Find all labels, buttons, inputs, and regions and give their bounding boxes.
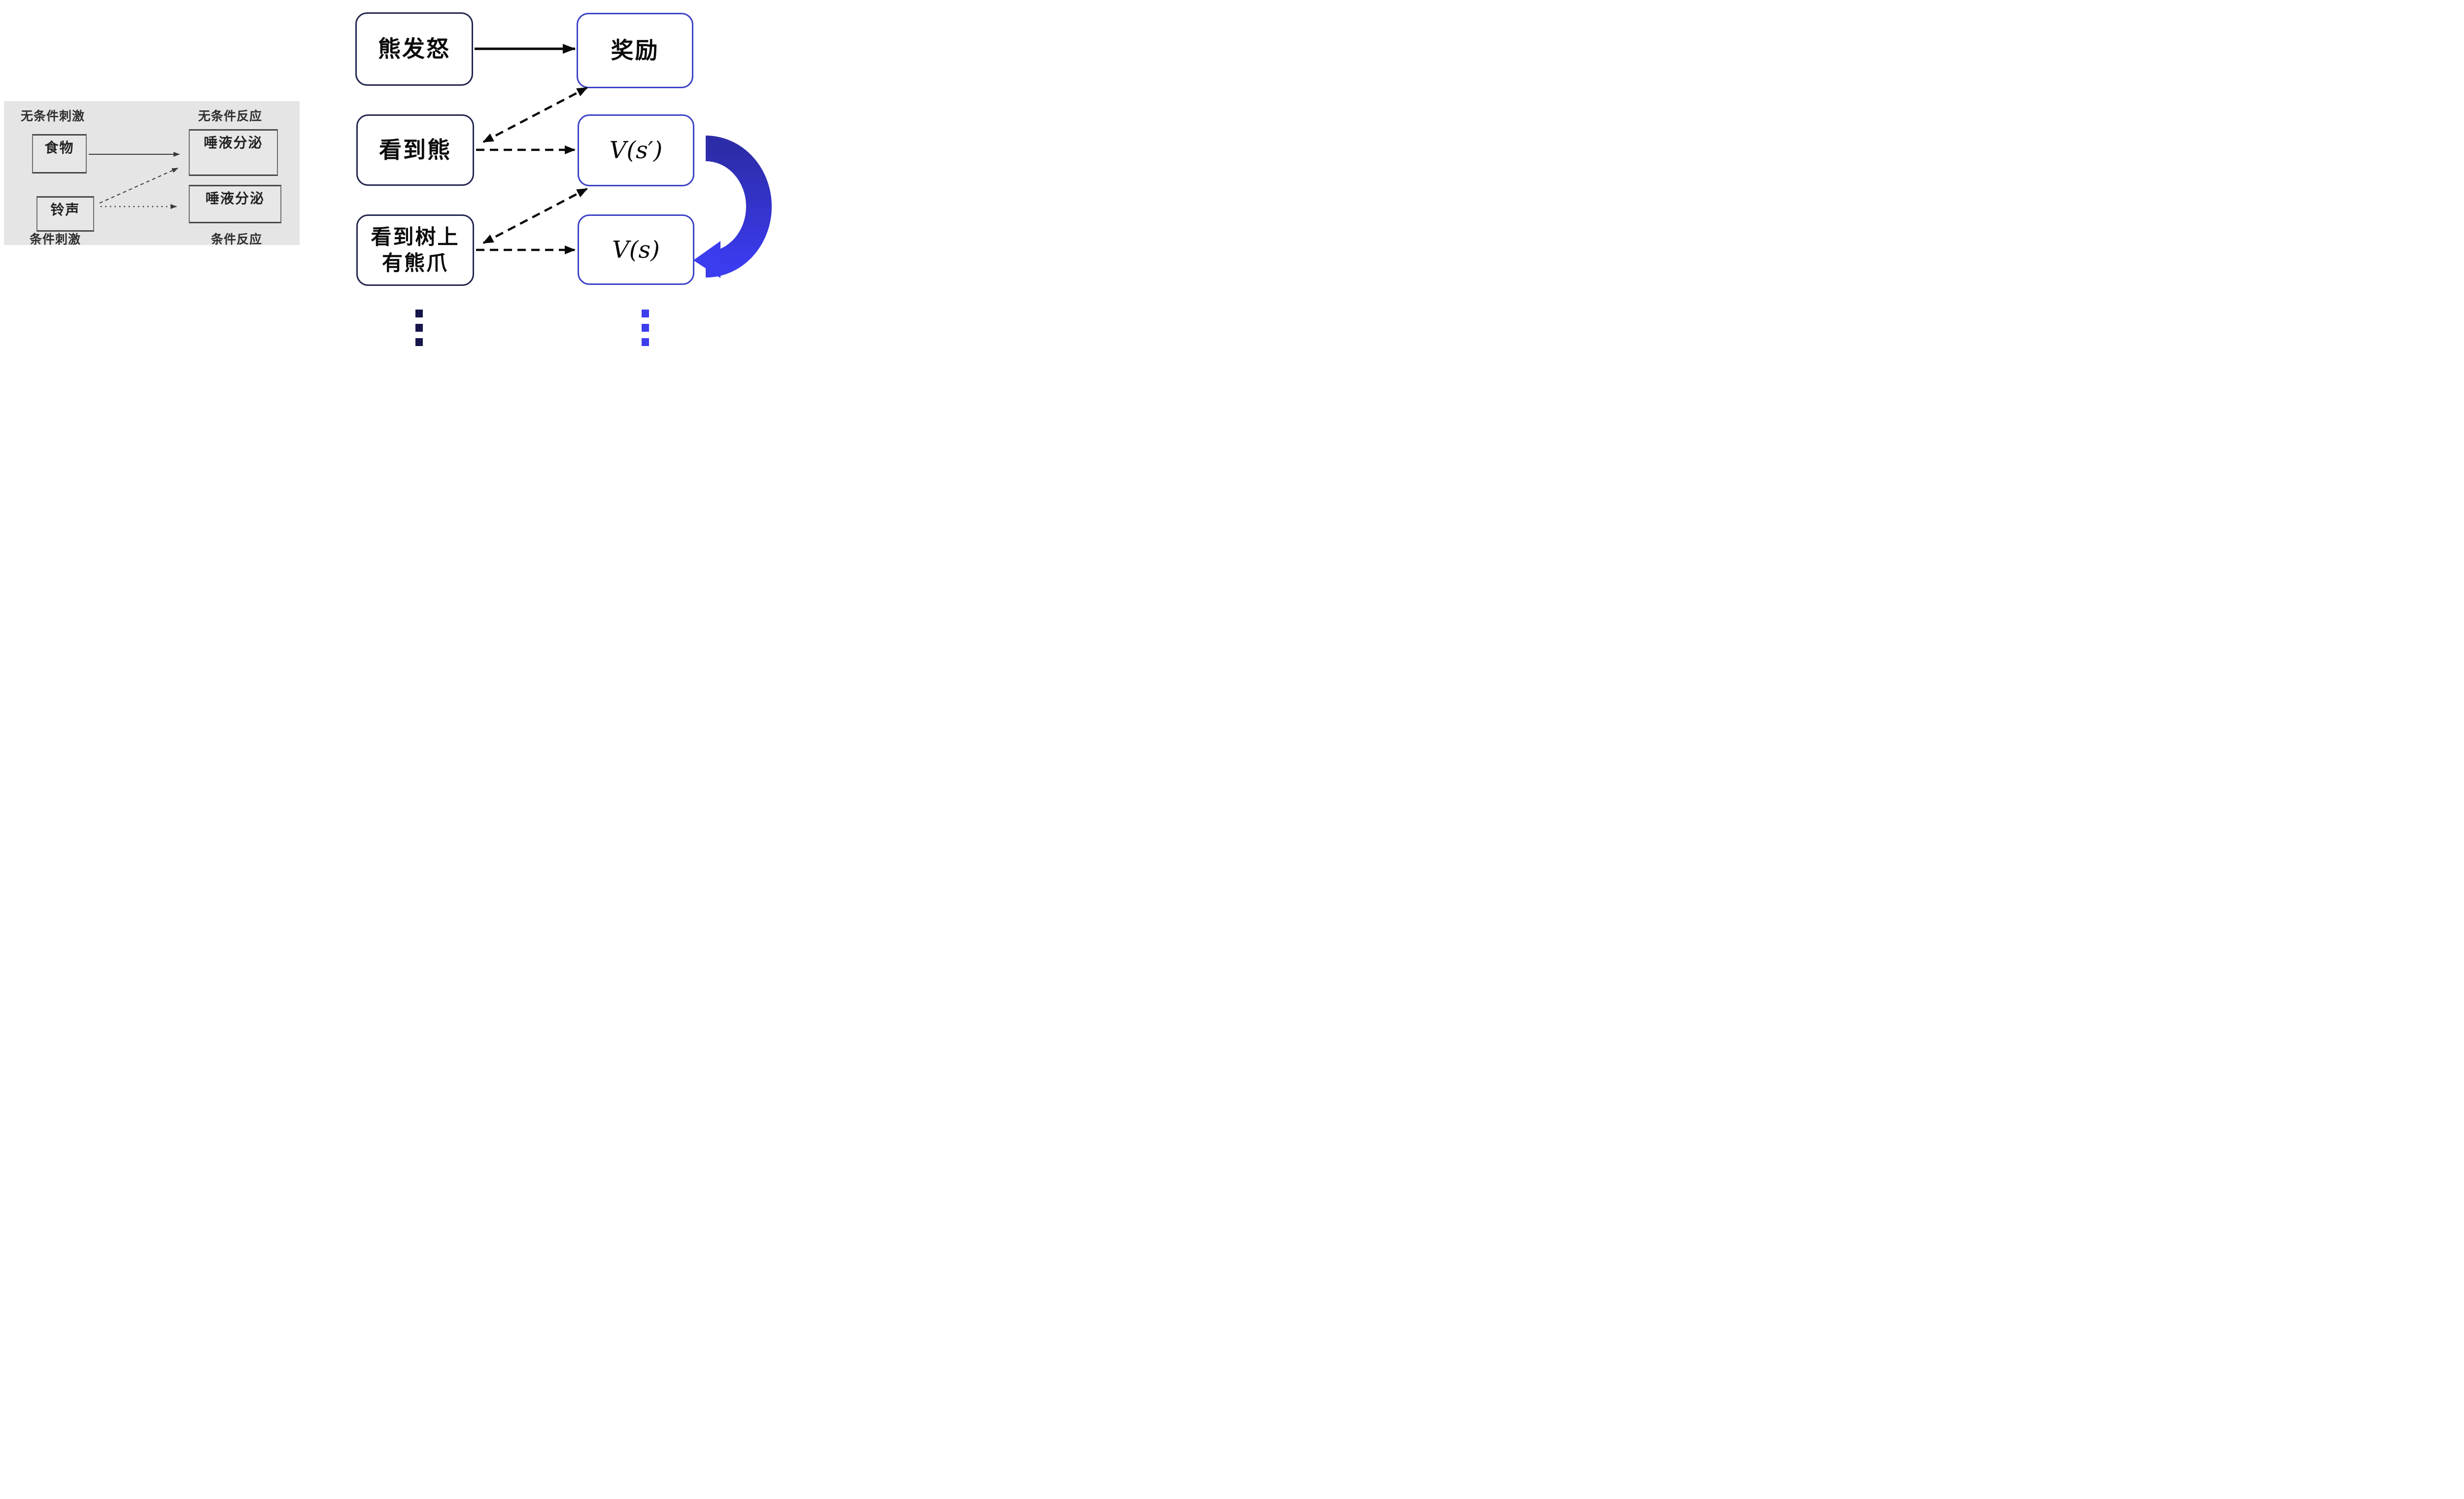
node-see-claws-label-line1: 看到树上 xyxy=(371,225,460,248)
vertical-ellipsis-left xyxy=(415,310,423,346)
node-see-bear-label: 看到熊 xyxy=(379,137,451,163)
slide-canvas: 无条件刺激 无条件反应 条件刺激 条件反应 食物 唾液分泌 铃声 唾液分泌 熊发… xyxy=(0,0,773,350)
classical-conditioning-panel: 无条件刺激 无条件反应 条件刺激 条件反应 食物 唾液分泌 铃声 唾液分泌 xyxy=(4,101,300,246)
label-conditioned-response: 条件反应 xyxy=(211,233,263,246)
node-reward: 奖励 xyxy=(577,13,693,88)
ribbon-arrowhead-icon xyxy=(693,241,720,278)
ellipsis-dash xyxy=(642,324,649,332)
edge-see-claws-v-s-prime-dashed xyxy=(482,188,588,244)
box-saliva-top: 唾液分泌 xyxy=(189,129,278,176)
node-see-claws: 看到树上 有熊爪 xyxy=(356,214,474,286)
box-bell: 铃声 xyxy=(36,196,94,232)
edge-see-bear-reward-dashed xyxy=(482,87,588,143)
ellipsis-dash xyxy=(415,324,423,332)
node-v-s-label: V(s) xyxy=(612,236,660,264)
ribbon-band xyxy=(705,136,772,278)
vertical-ellipsis-right xyxy=(642,310,649,346)
ellipsis-dash xyxy=(642,310,649,317)
box-saliva-bottom-label: 唾液分泌 xyxy=(205,191,265,206)
node-see-bear: 看到熊 xyxy=(356,114,474,186)
box-saliva-top-label: 唾液分泌 xyxy=(204,135,263,150)
ellipsis-dash xyxy=(415,310,423,317)
update-loop-arrow xyxy=(693,136,772,278)
node-bear-angry: 熊发怒 xyxy=(355,12,473,86)
box-food: 食物 xyxy=(32,134,87,174)
ellipsis-dash xyxy=(642,338,649,346)
box-saliva-bottom: 唾液分泌 xyxy=(189,185,281,223)
label-conditioned-stimulus: 条件刺激 xyxy=(30,233,81,246)
node-v-s-prime-label: V(s′) xyxy=(609,137,663,164)
node-v-s: V(s) xyxy=(578,214,694,285)
label-unconditioned-stimulus: 无条件刺激 xyxy=(21,109,85,123)
label-unconditioned-response: 无条件反应 xyxy=(198,109,263,123)
box-food-label: 食物 xyxy=(44,140,74,155)
node-see-claws-label-line2: 有熊爪 xyxy=(381,251,448,275)
ellipsis-dash xyxy=(415,338,423,346)
box-bell-label: 铃声 xyxy=(50,202,80,217)
node-bear-angry-label: 熊发怒 xyxy=(378,35,450,62)
node-reward-label: 奖励 xyxy=(611,37,659,63)
node-v-s-prime: V(s′) xyxy=(578,114,694,186)
